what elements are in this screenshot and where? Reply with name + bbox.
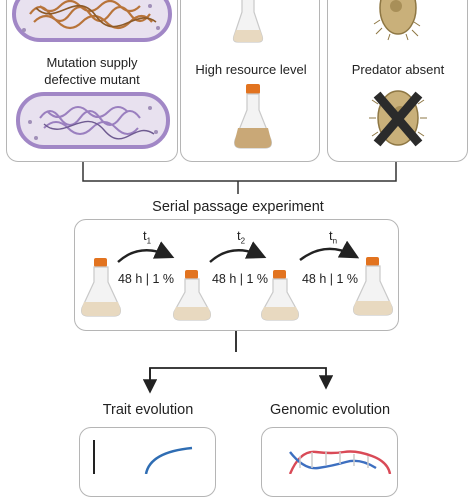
predator-label: Predator absent [351,62,445,77]
passage-1-time: t1 [142,228,152,246]
passage-flask-2 [173,270,211,321]
experiment-panel [74,219,399,331]
experiment-title: Serial passage experiment [152,199,324,215]
split-connector [142,331,334,394]
predator-crossed-icon [369,90,427,147]
genomic-evolution-label: Genomic evolution [269,402,391,418]
mutant-cell-icon [16,92,170,149]
passage-flask-4 [353,257,393,316]
passage-2-time: t2 [236,228,246,246]
transfer-arrows [117,240,360,263]
wildtype-cell-icon [12,0,172,42]
passage-3-condition: 48 h | 1 % [301,272,359,286]
mutant-label-line2: defective mutant [44,72,140,87]
predator-top-icon [373,0,421,41]
resource-label: High resource level [195,62,307,77]
passage-2-condition: 48 h | 1 % [211,272,269,286]
passage-1-condition: 48 h | 1 % [117,272,175,286]
dna-helix-icon [288,450,392,474]
trait-evolution-label: Trait evolution [102,402,194,418]
flask-resource-icon [234,84,272,149]
mutant-label-line1: Mutation supply [46,55,138,70]
trait-curve-icon [93,440,193,474]
diagram-graphics [12,0,427,474]
passage-flask-3 [261,270,299,321]
flask-top-icon [232,0,264,43]
passage-flask-1 [81,258,121,317]
bracket-connector [82,162,397,194]
passage-3-time: tn [328,228,338,246]
